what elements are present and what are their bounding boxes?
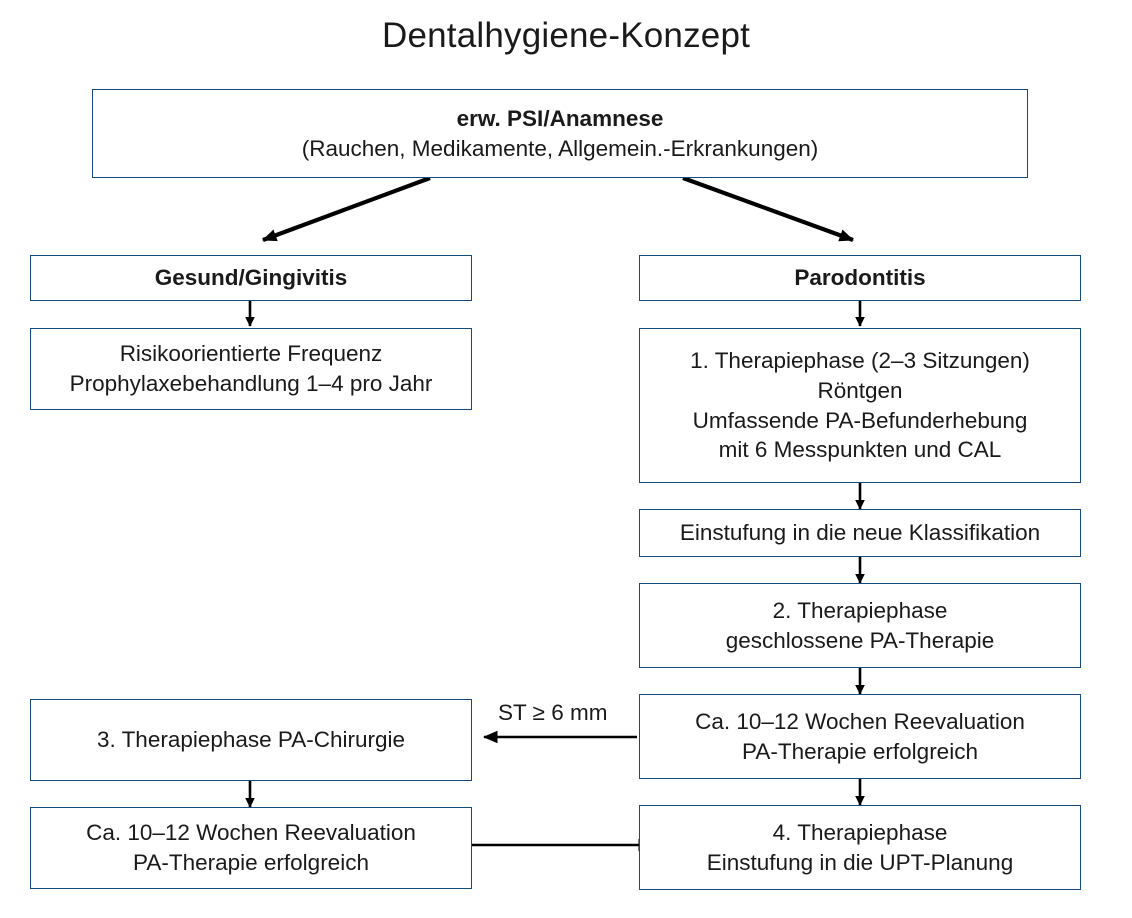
node-gesund-gingivitis-line1: Gesund/Gingivitis <box>154 265 348 291</box>
node-therapiephase-1[interactable]: 1. Therapiephase (2–3 Sitzungen) Röntgen… <box>639 328 1081 483</box>
node-therapiephase-2-line1: 2. Therapiephase <box>772 597 948 623</box>
node-erw-psi-anamnese-line1: erw. PSI/Anamnese <box>456 105 664 131</box>
node-reevaluation-right-line2: PA-Therapie erfolgreich <box>742 738 978 764</box>
edge-root-to-left <box>262 176 431 242</box>
node-risikoorientierte-frequenz[interactable]: Risikoorientierte Frequenz Prophylaxebeh… <box>30 328 472 410</box>
node-reevaluation-left-line2: PA-Therapie erfolgreich <box>133 850 369 875</box>
edge-label-st-threshold: ST ≥ 6 mm <box>498 700 608 725</box>
node-gesund-gingivitis[interactable]: Gesund/Gingivitis <box>30 255 472 301</box>
node-reevaluation-left-line1: Ca. 10–12 Wochen Reevaluation <box>86 820 416 846</box>
node-therapiephase-1-line4: mit 6 Messpunkten und CAL <box>718 437 1002 463</box>
node-therapiephase-1-line3: Umfassende PA-Befunderhebung <box>692 407 1028 433</box>
node-risikoorientierte-frequenz-line2: Prophylaxebehandlung 1–4 pro Jahr <box>69 371 433 396</box>
node-risikoorientierte-frequenz-line1: Risikoorientierte Frequenz <box>119 341 383 367</box>
node-einstufung-klassifikation[interactable]: Einstufung in die neue Klassifikation <box>639 509 1081 557</box>
node-therapiephase-4[interactable]: 4. Therapiephase Einstufung in die UPT-P… <box>639 805 1081 890</box>
node-reevaluation-left[interactable]: Ca. 10–12 Wochen Reevaluation PA-Therapi… <box>30 807 472 889</box>
page-title: Dentalhygiene-Konzept <box>381 16 751 55</box>
node-therapiephase-1-line2: Röntgen <box>817 377 903 403</box>
node-therapiephase-3-line1: 3. Therapiephase PA-Chirurgie <box>96 727 406 753</box>
node-therapiephase-4-line1: 4. Therapiephase <box>772 819 948 845</box>
node-therapiephase-4-line2: Einstufung in die UPT-Planung <box>706 849 1014 875</box>
node-therapiephase-2[interactable]: 2. Therapiephase geschlossene PA-Therapi… <box>639 583 1081 668</box>
node-parodontitis-line1: Parodontitis <box>794 265 926 291</box>
node-therapiephase-2-line2: geschlossene PA-Therapie <box>725 627 995 653</box>
node-reevaluation-right-line1: Ca. 10–12 Wochen Reevaluation <box>695 708 1025 734</box>
edge-root-to-right <box>682 176 854 242</box>
node-therapiephase-1-line1: 1. Therapiephase (2–3 Sitzungen) <box>690 348 1030 374</box>
node-erw-psi-anamnese[interactable]: erw. PSI/Anamnese (Rauchen, Medikamente,… <box>92 89 1028 178</box>
node-reevaluation-right[interactable]: Ca. 10–12 Wochen Reevaluation PA-Therapi… <box>639 694 1081 779</box>
node-erw-psi-anamnese-line2: (Rauchen, Medikamente, Allgemein.-Erkran… <box>301 135 819 161</box>
node-einstufung-klassifikation-line1: Einstufung in die neue Klassifikation <box>679 520 1041 546</box>
node-therapiephase-3[interactable]: 3. Therapiephase PA-Chirurgie <box>30 699 472 781</box>
node-parodontitis[interactable]: Parodontitis <box>639 255 1081 301</box>
